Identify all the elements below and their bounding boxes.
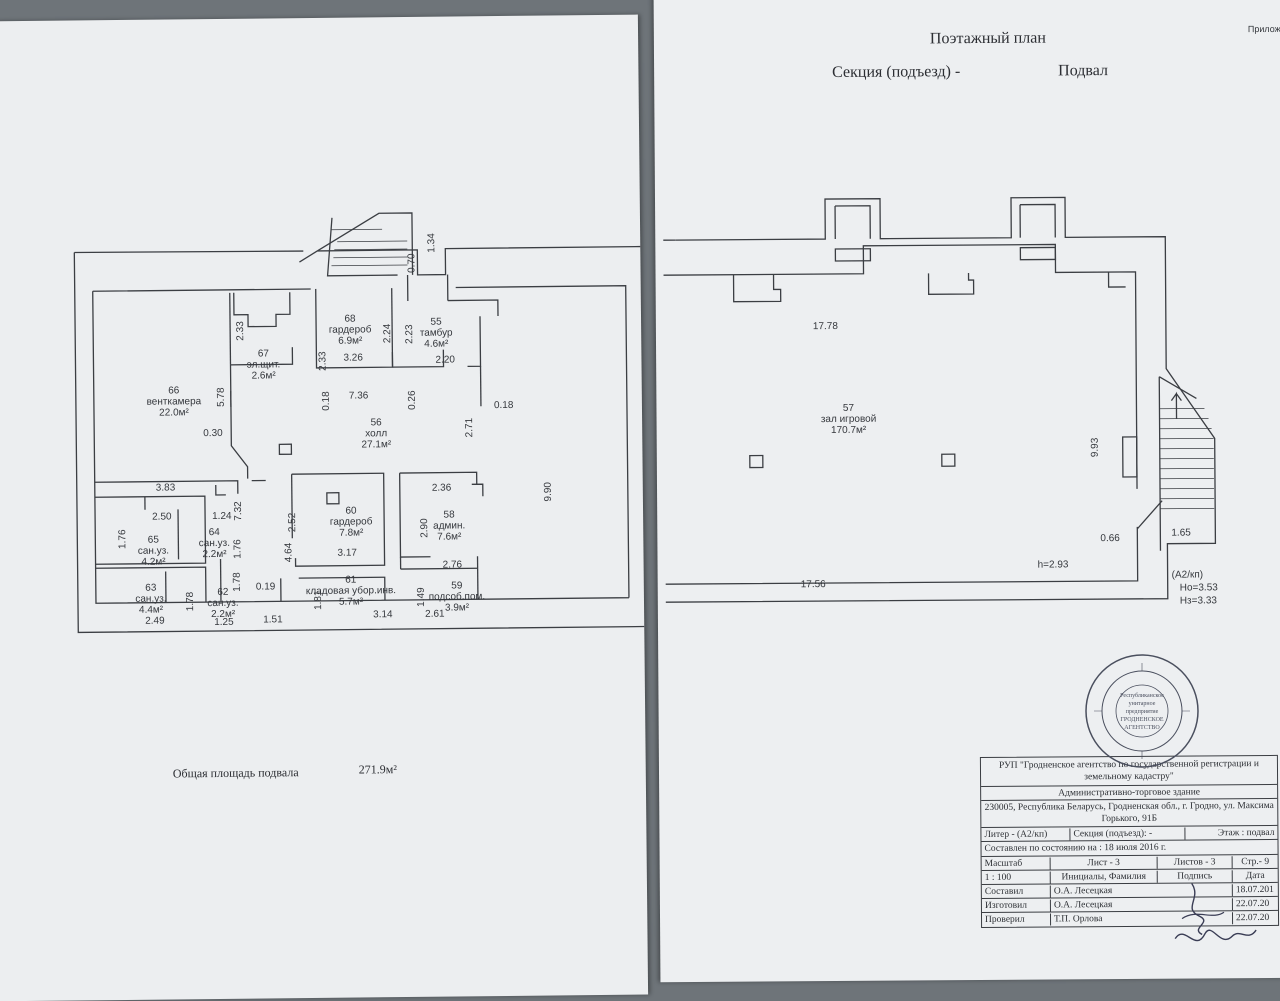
liter-label: (А2/кп) — [1171, 569, 1204, 581]
dim-top: 17.78 — [812, 320, 838, 333]
role-made: Изготовил — [984, 900, 1027, 911]
dim-label: 0.19 — [255, 581, 276, 593]
dim-label: 3.14 — [373, 609, 393, 621]
dim-label: 7.36 — [348, 390, 369, 402]
dim-label: 2.33 — [317, 351, 329, 371]
dim-label: 1.49 — [415, 587, 428, 607]
dim-label: 2.50 — [152, 511, 172, 523]
dim-stair-right: 1.65 — [1171, 527, 1191, 539]
dim-label: 2.20 — [435, 354, 455, 366]
col-date-header: Дата — [1231, 869, 1278, 882]
total-area-value: 271.9м² — [358, 762, 398, 777]
dim-label: 9.90 — [542, 481, 554, 502]
name-checked: Т.П. Орлова — [1049, 912, 1158, 926]
height-ho: Нo=3.53 — [1179, 582, 1218, 594]
dim-label: 1.25 — [214, 616, 234, 629]
page-number: Стр.- 9 — [1231, 855, 1278, 868]
dim-label: 3.83 — [155, 482, 176, 494]
dim-label: 2.33 — [235, 321, 247, 341]
dim-label: 2.76 — [442, 559, 463, 571]
dim-label: 3.26 — [343, 352, 363, 364]
dim-label: 2.71 — [464, 417, 476, 438]
dim-label: 2.49 — [145, 615, 165, 627]
dim-label: 1.76 — [117, 529, 129, 550]
sheet-count: Листов - 3 — [1156, 855, 1232, 869]
name-made: О.А. Лесецкая — [1049, 898, 1157, 912]
dim-label: 5.78 — [215, 387, 227, 407]
dim-label: 1.76 — [232, 539, 244, 559]
svg-text:Республиканское: Республиканское — [1120, 692, 1164, 699]
svg-text:унитарное: унитарное — [1129, 701, 1156, 707]
dim-label: 1.78 — [231, 572, 243, 592]
name-compiled: О.А. Лесецкая — [1049, 884, 1157, 898]
dim-stair-left: 0.66 — [1100, 533, 1120, 545]
scale-label: Масштаб — [984, 858, 1023, 869]
object-name: Административно-торговое здание — [1058, 786, 1201, 798]
dim-label: 2.23 — [404, 324, 416, 345]
date-compiled: 18.07.201 — [1231, 883, 1278, 896]
role-checked: Проверил — [985, 914, 1025, 925]
dim-label: 2.52 — [287, 512, 299, 533]
title-block: РУП "Гродненское агентство по государств… — [979, 754, 1280, 928]
dim-label: 2.61 — [425, 608, 445, 620]
object-address: 230005, Республика Беларусь, Гродненская… — [984, 800, 1274, 825]
basement-right-plan-drawing — [663, 196, 1217, 603]
dim-label: 1.81 — [312, 590, 325, 610]
stamp-seal-icon: Республиканское унитарное предприятие ГР… — [1085, 654, 1199, 768]
dim-label: 0.30 — [203, 427, 223, 440]
floor-cell: Этаж : подвал — [1184, 826, 1278, 840]
sheet-number: Лист - 3 — [1049, 856, 1157, 870]
dim-label: 1.78 — [184, 591, 197, 612]
dim-label: 2.24 — [382, 323, 394, 344]
right-plan-sheet: Поэтажный план Секция (подъезд) - Подвал… — [653, 0, 1280, 983]
svg-text:АГЕНТСТВО: АГЕНТСТВО — [1124, 725, 1160, 731]
scale-value: 1 : 100 — [984, 872, 1012, 883]
state-date: Составлен по состоянию на : 18 июля 2016… — [984, 842, 1167, 854]
dim-label: 4.64 — [283, 542, 295, 563]
dim-label: 7.32 — [232, 501, 245, 521]
signature-scribble — [1181, 883, 1225, 936]
dim-right: 9.93 — [1089, 437, 1101, 458]
svg-text:ГРОДНЕНСКОЕ: ГРОДНЕНСКОЕ — [1120, 717, 1164, 723]
signature-scribble-2 — [1174, 929, 1257, 942]
dim-label: 1.51 — [263, 614, 283, 626]
basement-left-plan-drawing — [73, 212, 646, 634]
section-cell: Секция (подъезд): - — [1069, 827, 1185, 840]
svg-text:предприятие: предприятие — [1126, 709, 1159, 715]
total-area-label: Общая площадь подвала — [172, 765, 299, 781]
dim-label: 2.90 — [419, 518, 431, 538]
dim-label: 0.26 — [406, 390, 418, 410]
dim-label: 0.18 — [320, 391, 332, 411]
role-compiled: Составил — [984, 886, 1024, 897]
col-name-header: Инициалы, Фамилия — [1049, 870, 1157, 884]
ceiling-height: h=2.93 — [1037, 559, 1069, 571]
dim-label: 0.18 — [493, 399, 514, 412]
dim-bottom: 17.56 — [800, 579, 826, 591]
dim-label: 0.70 — [406, 253, 418, 273]
dim-label: 3.17 — [337, 547, 358, 559]
dim-label: 1.34 — [426, 233, 438, 253]
dim-label: 2.36 — [431, 482, 452, 494]
dim-label: 1.24 — [212, 510, 232, 523]
liter-cell: Литер - (А2/кп) — [984, 829, 1048, 840]
date-made: 22.07.20 — [1231, 897, 1278, 910]
height-hz: Нз=3.33 — [1179, 595, 1217, 607]
